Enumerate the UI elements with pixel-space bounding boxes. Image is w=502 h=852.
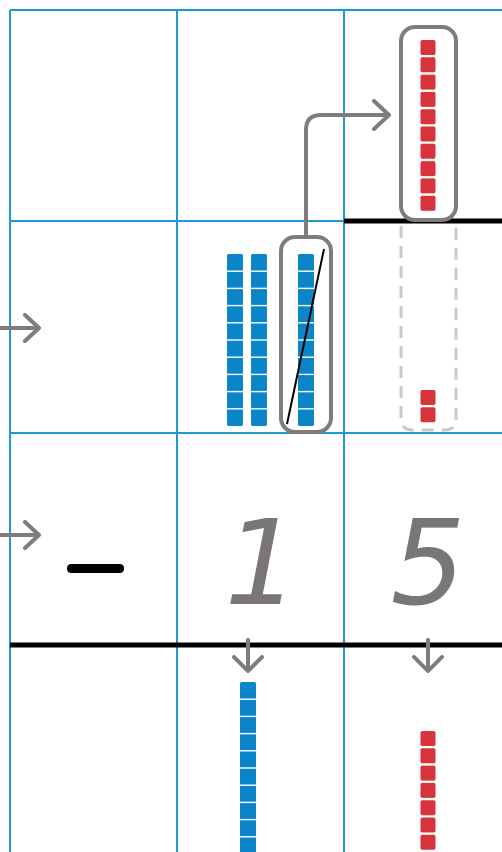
ones-digit: 5 <box>390 494 465 632</box>
unit-cube <box>421 178 436 193</box>
unit-cube <box>421 196 436 211</box>
result-ones-column <box>421 731 436 850</box>
remaining-ones-column <box>421 390 436 422</box>
right-arrow-icon <box>0 315 39 341</box>
unit-cube <box>421 390 436 405</box>
unit-cube <box>421 127 436 142</box>
base-ten-blocks <box>227 40 436 852</box>
unit-cube <box>421 109 436 124</box>
unit-cube <box>421 57 436 72</box>
result-tens-rod <box>240 682 256 852</box>
tens-rod <box>251 254 267 426</box>
unit-cube <box>421 40 436 55</box>
tens-digit: 1 <box>224 494 299 632</box>
crossed-tens-rod <box>298 254 314 426</box>
unit-cube <box>421 766 436 781</box>
unit-cube <box>421 144 436 159</box>
exchanged-ones-column <box>421 40 436 211</box>
unit-cube <box>421 835 436 850</box>
unit-cube <box>421 818 436 833</box>
tens-rod <box>227 254 243 426</box>
unit-cube <box>421 407 436 422</box>
unit-cube <box>421 161 436 176</box>
unit-cube <box>421 731 436 746</box>
unit-cube <box>421 800 436 815</box>
unit-cube <box>421 75 436 90</box>
unit-cube <box>421 783 436 798</box>
exchange-arrow-icon <box>306 101 389 237</box>
right-arrow-icon <box>0 522 39 548</box>
unit-cube <box>421 748 436 763</box>
minus-sign <box>67 564 124 573</box>
unit-cube <box>421 92 436 107</box>
